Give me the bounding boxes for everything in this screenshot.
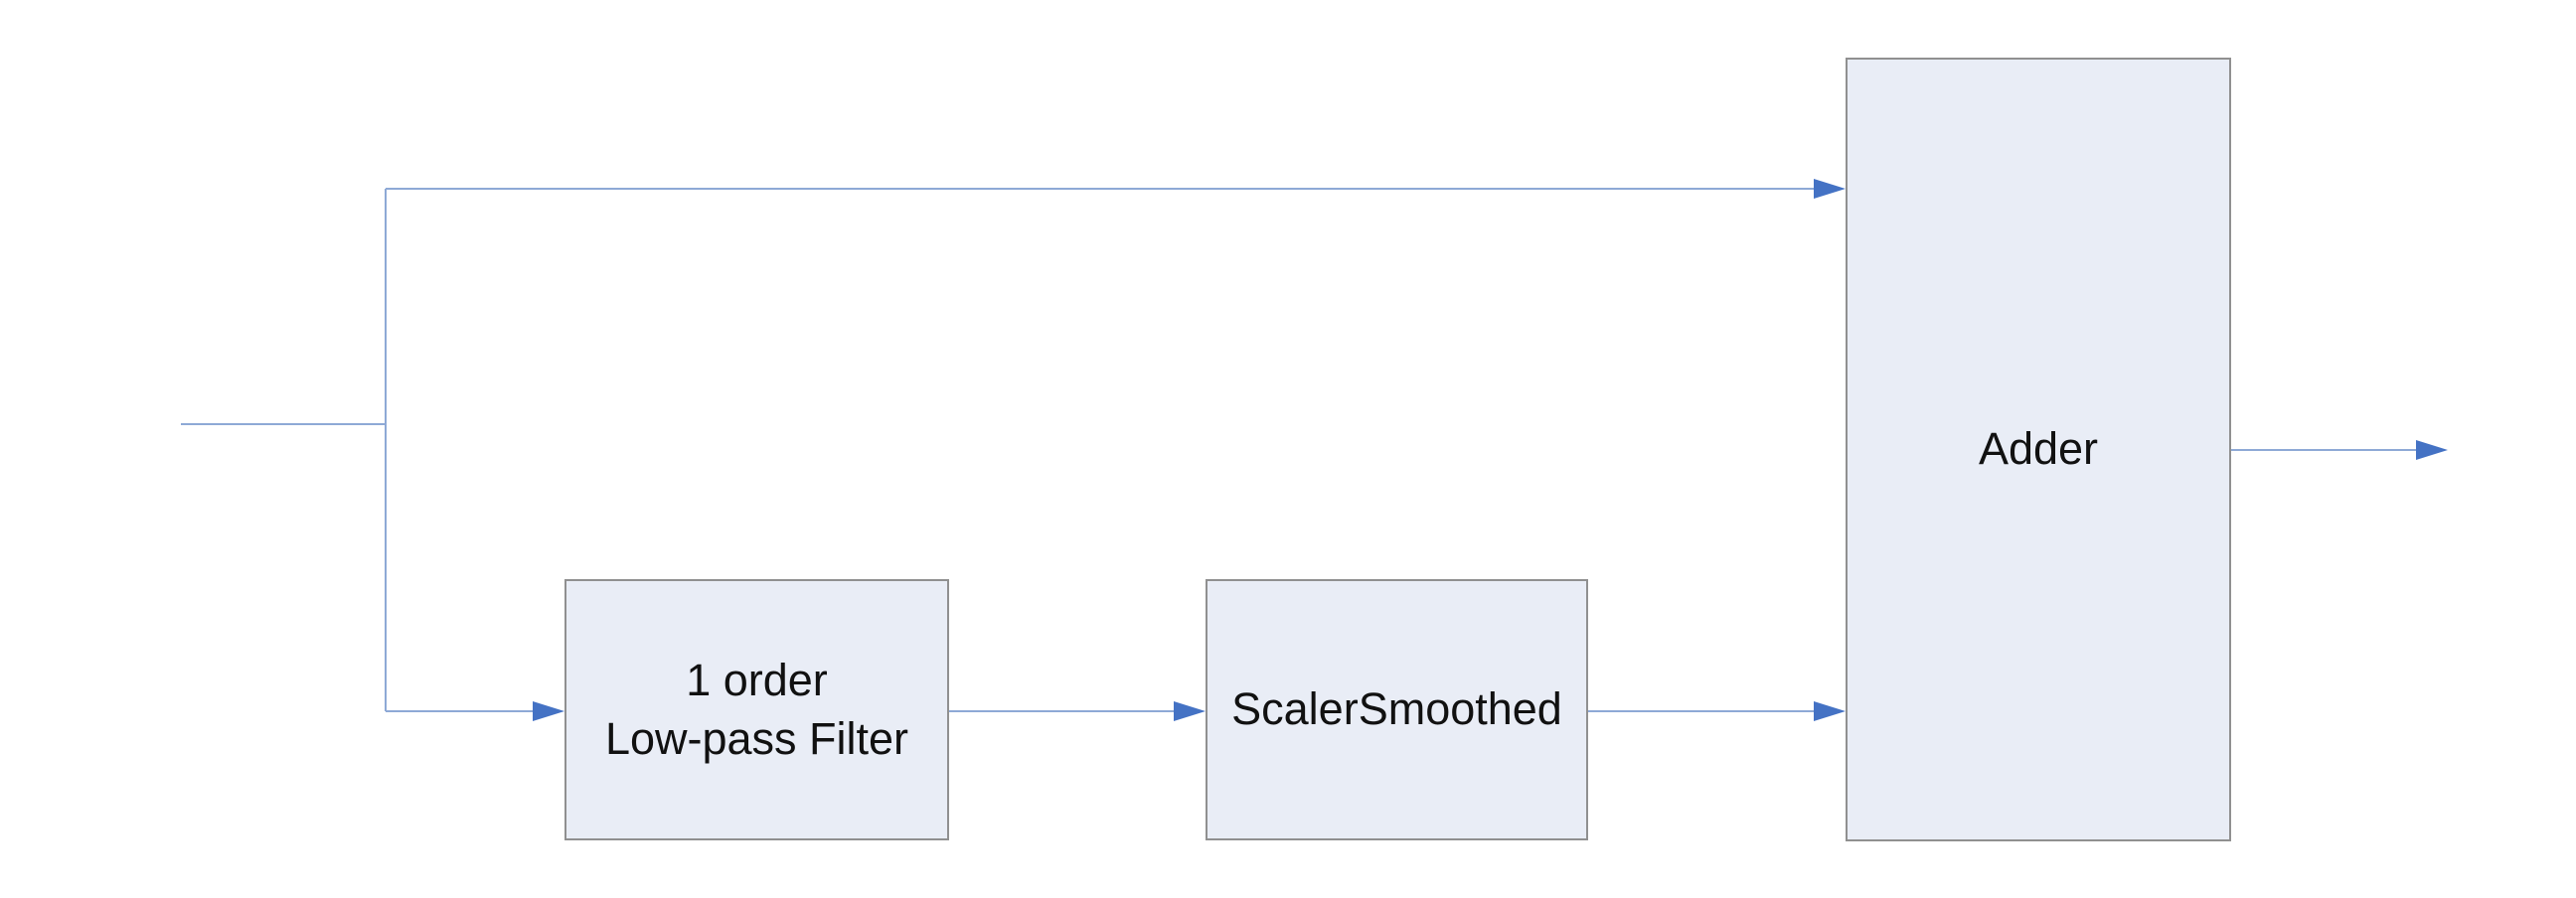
arrowhead-scaler-input (1174, 701, 1206, 721)
node-scaler-smoothed[interactable]: ScalerSmoothed (1206, 579, 1588, 840)
edge-lowpass-to-scaler[interactable] (949, 701, 1206, 721)
node-lowpass-filter[interactable]: 1 order Low-pass Filter (564, 579, 949, 840)
edge-branch-to-lowpass[interactable] (386, 701, 564, 721)
arrowhead-adder-bottom-input (1814, 701, 1846, 721)
edge-adder-output[interactable] (2231, 440, 2448, 460)
node-scaler-smoothed-label: ScalerSmoothed (1231, 683, 1562, 735)
node-lowpass-filter-label: 1 order Low-pass Filter (604, 655, 909, 764)
node-adder-label: Adder (1978, 423, 2099, 475)
arrowhead-lowpass-input (533, 701, 564, 721)
node-adder[interactable]: Adder (1846, 58, 2231, 841)
arrowhead-adder-top-input (1814, 179, 1846, 199)
edge-branch-to-adder-top[interactable] (386, 179, 1846, 199)
edge-scaler-to-adder[interactable] (1588, 701, 1846, 721)
arrowhead-output (2416, 440, 2448, 460)
